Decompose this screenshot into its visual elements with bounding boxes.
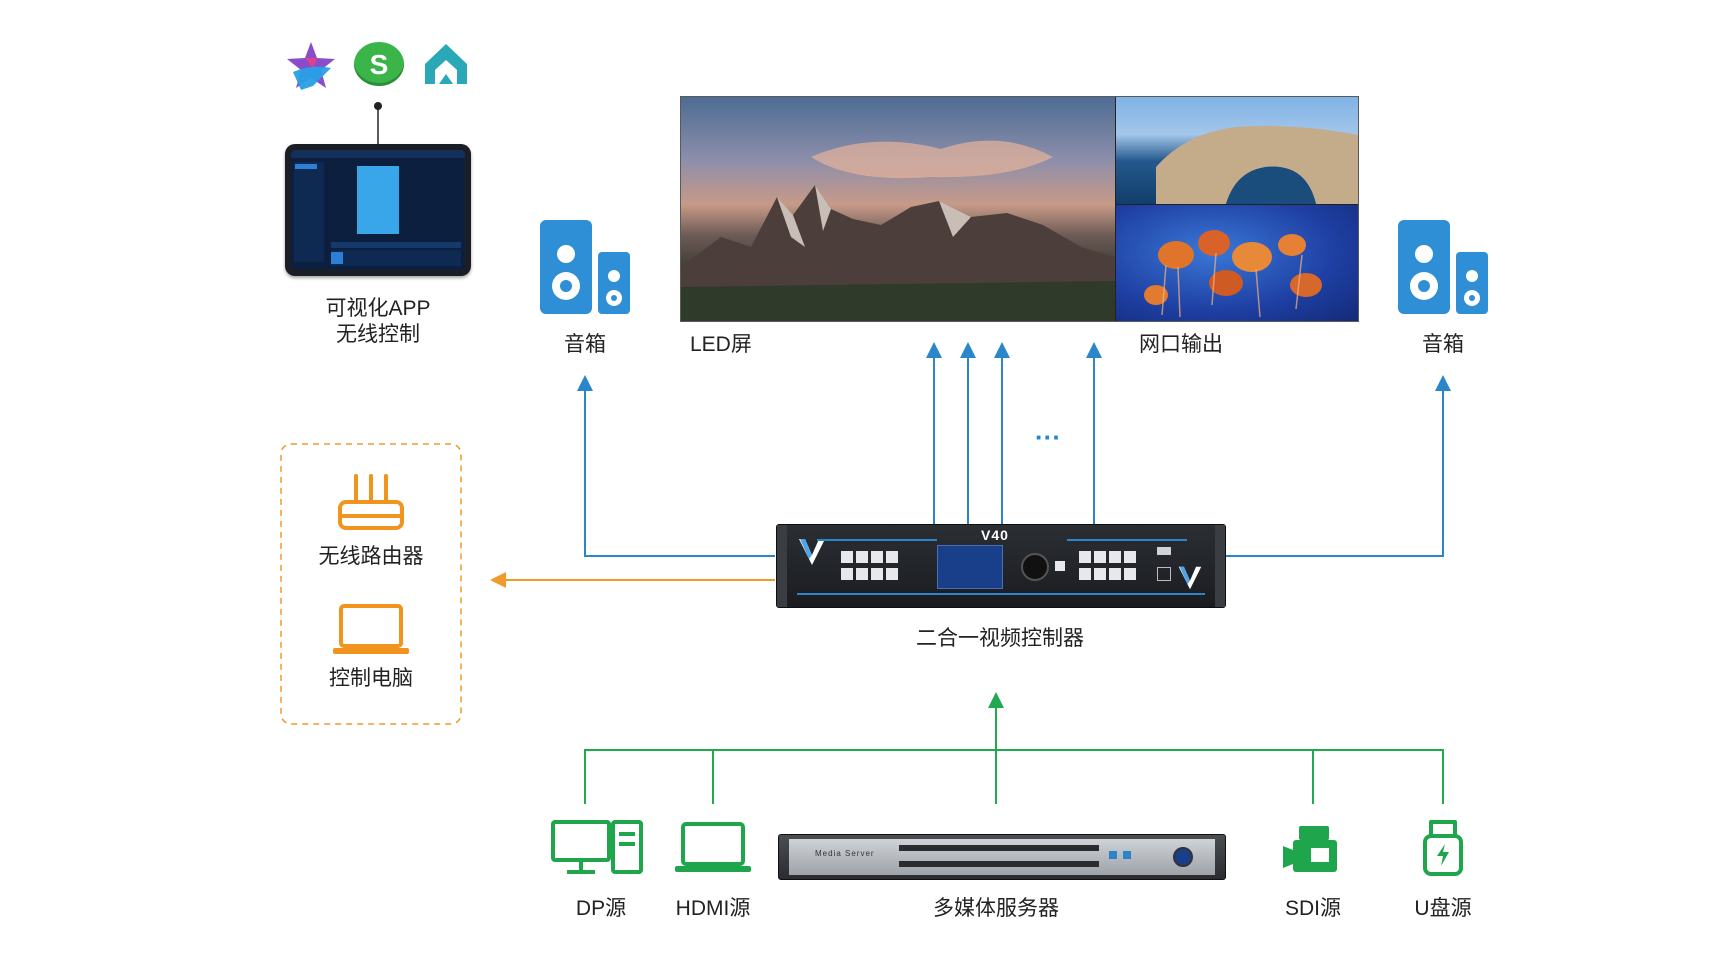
media-server-label: 多媒体服务器	[933, 897, 1059, 920]
hdmi-source-icon	[675, 822, 751, 872]
tablet-device	[285, 144, 471, 276]
sea-arch-image	[1116, 97, 1358, 204]
control-group-box	[280, 443, 462, 725]
led-screen-label: LED屏	[690, 333, 752, 356]
sdi-camera-icon	[1283, 826, 1337, 872]
left-speaker-icon	[540, 220, 630, 314]
tablet-caption-line2: 无线控制	[336, 323, 420, 346]
star-app-icon	[287, 42, 335, 90]
left-speaker-line	[577, 375, 775, 557]
router-label: 无线路由器	[318, 545, 424, 568]
v-logo-small-icon	[1178, 566, 1202, 590]
s-app-icon: S	[354, 42, 404, 86]
tablet-stalk	[374, 102, 382, 144]
ethernet-output-label: 网口输出	[1139, 333, 1223, 356]
controller-button-grid-right	[1079, 551, 1137, 581]
sdi-source-label: SDI源	[1284, 897, 1341, 920]
hdmi-source-label: HDMI源	[675, 897, 751, 920]
media-server-text: Media Server	[815, 849, 875, 858]
input-bus-lines	[584, 692, 1444, 804]
wireless-router-icon	[338, 474, 404, 530]
pc-label: 控制电脑	[329, 667, 413, 690]
controller-lcd	[937, 545, 1003, 589]
left-speaker-label: 音箱	[564, 333, 606, 356]
tablet-screen	[291, 150, 465, 270]
right-speaker-label: 音箱	[1422, 333, 1464, 356]
v40-controller: V40	[776, 524, 1226, 608]
controller-knob	[1021, 553, 1049, 581]
controller-button-grid-left	[841, 551, 899, 581]
media-server-device: Media Server	[778, 834, 1226, 880]
dp-source-icon	[551, 820, 643, 874]
laptop-icon	[333, 604, 409, 654]
usb-drive-icon	[1423, 820, 1463, 876]
ethernet-output-lines	[926, 342, 1102, 524]
right-speaker-icon	[1398, 220, 1488, 314]
controller-label: 二合一视频控制器	[916, 627, 1084, 650]
tablet-caption-line1: 可视化APP	[325, 297, 431, 320]
usb-source-label: U盘源	[1414, 897, 1472, 920]
right-speaker-line	[1225, 375, 1451, 557]
output-ellipsis: ···	[1035, 422, 1061, 452]
mountain-landscape-image	[681, 97, 1115, 321]
led-screen	[680, 96, 1359, 322]
v-logo-icon	[799, 539, 825, 565]
dp-source-label: DP源	[575, 897, 627, 920]
jellyfish-image	[1116, 205, 1358, 321]
s-app-icon-letter: S	[369, 49, 389, 80]
controller-model: V40	[981, 527, 1009, 543]
house-app-icon	[425, 44, 467, 84]
